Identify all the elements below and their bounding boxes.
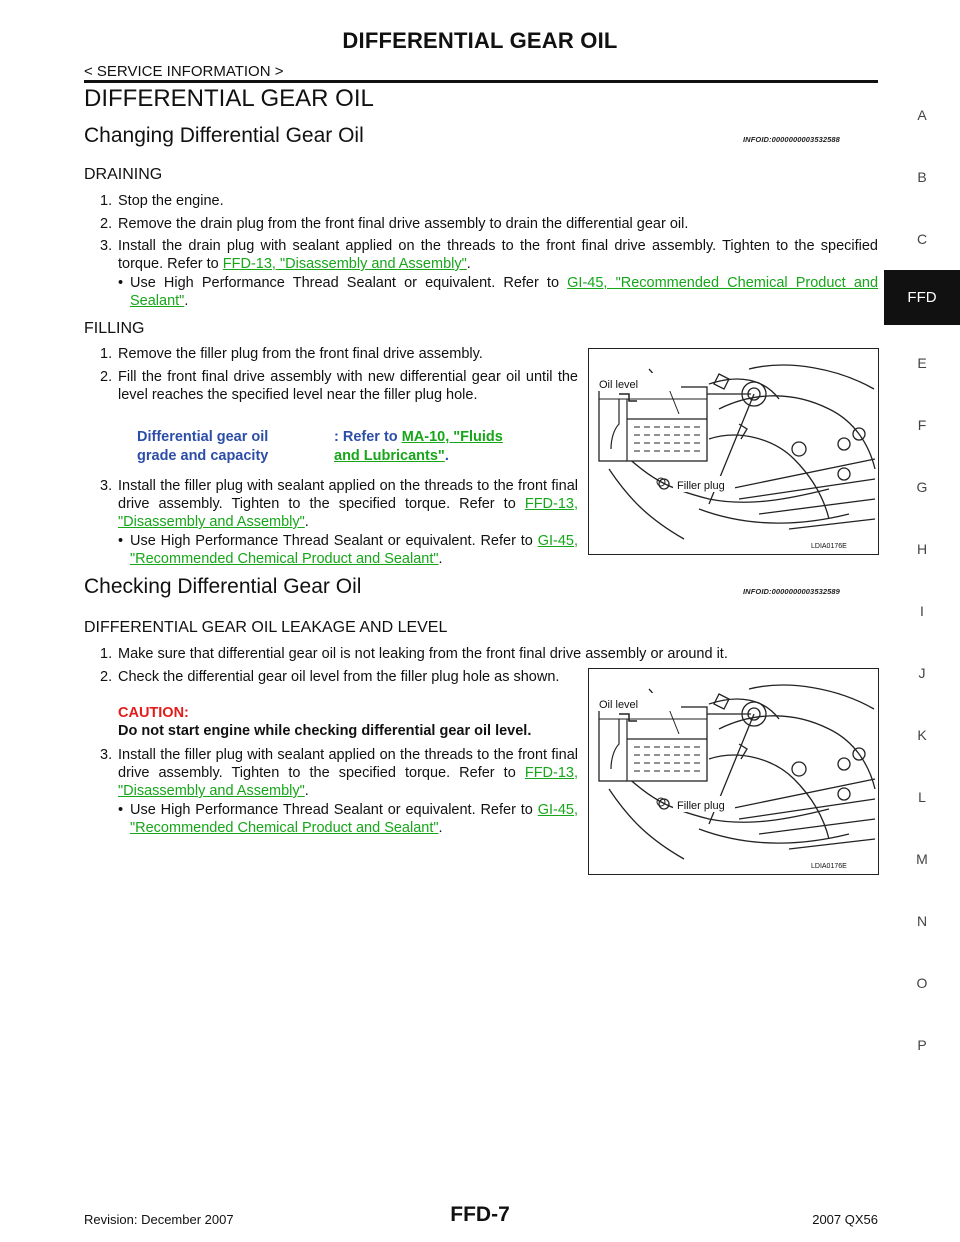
sidebar-letter-g[interactable]: G (916, 479, 928, 495)
model-year: 2007 QX56 (812, 1212, 878, 1227)
filler-plug-label: Filler plug (677, 480, 725, 492)
link-gi-45-c[interactable]: GI-45, "Recommended Chemical Product and… (130, 802, 579, 836)
section-title-changing: Changing Differential Gear Oil (84, 124, 364, 147)
figure-oil-level-2: Oil level Filler plug LDIA0176E (588, 668, 879, 875)
draining-step-1: 1.Stop the engine. (100, 193, 224, 209)
figure-code-2: LDIA0176E (811, 863, 847, 870)
sidebar-letter-c[interactable]: C (916, 231, 928, 247)
sidebar-letter-f[interactable]: F (917, 417, 927, 433)
check-step-1: 1.Make sure that differential gear oil i… (100, 646, 728, 662)
figure-code: LDIA0176E (811, 543, 847, 550)
sidebar-letter-o[interactable]: O (916, 975, 928, 991)
running-header-subtitle: < SERVICE INFORMATION > (84, 63, 284, 80)
filling-step-2: 2.Fill the front final drive assembly wi… (100, 369, 578, 403)
link-gi-45-b[interactable]: GI-45, "Recommended Chemical Product and… (130, 533, 579, 567)
sidebar-letter-i[interactable]: I (920, 603, 924, 619)
caution-label: CAUTION: (118, 705, 189, 721)
final-drive-illustration-2: Oil level Filler plug LDIA0176E (597, 684, 876, 870)
link-ffd-13-b[interactable]: FFD-13, "Disassembly and Assembly" (118, 496, 579, 530)
link-ma-10-cont[interactable]: and Lubricants" (334, 448, 445, 464)
oil-level-label: Oil level (599, 379, 638, 391)
draining-bullet: • Use High Performance Thread Sealant or… (118, 275, 879, 309)
filling-step-1: 1.Remove the filler plug from the front … (100, 346, 483, 362)
link-ffd-13[interactable]: FFD-13, "Disassembly and Assembly" (222, 256, 467, 272)
check-step-2: 2.Check the differential gear oil level … (100, 669, 560, 685)
link-ffd-13-c[interactable]: FFD-13, "Disassembly and Assembly" (118, 765, 579, 799)
spec-label: Differential gear oil grade and capacity (137, 429, 269, 464)
heading-draining: DRAINING (84, 166, 163, 183)
filling-step-3: 3. Install the filler plug with sealant … (100, 478, 579, 530)
section-title-checking: Checking Differential Gear Oil (84, 575, 362, 598)
sidebar-letter-h[interactable]: H (916, 541, 928, 557)
page-title: DIFFERENTIAL GEAR OIL (84, 85, 374, 112)
running-header-title: DIFFERENTIAL GEAR OIL (342, 28, 618, 53)
info-id-changing: INFOID:0000000003532588 (743, 135, 840, 144)
sidebar-letter-e[interactable]: E (917, 355, 927, 371)
oil-level-inset-2 (598, 706, 708, 782)
caution-text: Do not start engine while checking diffe… (118, 723, 532, 739)
filling-bullet: • Use High Performance Thread Sealant or… (118, 533, 579, 567)
sidebar-letter-k[interactable]: K (917, 727, 927, 743)
sidebar-letter-b[interactable]: B (917, 169, 927, 185)
check-step-3: 3. Install the filler plug with sealant … (100, 747, 579, 799)
sidebar-letter-l[interactable]: L (918, 789, 926, 805)
sidebar-active-ffd[interactable]: FFD (884, 270, 960, 325)
figure-oil-level-1: Oil level Filler plug LDIA0176E (588, 348, 879, 555)
sidebar-letter-p[interactable]: P (917, 1037, 927, 1053)
final-drive-illustration: Oil level Filler plug LDIA0176E (597, 364, 876, 550)
link-ma-10[interactable]: MA-10, "Fluids (401, 429, 503, 445)
oil-level-inset (598, 386, 708, 462)
heading-leakage: DIFFERENTIAL GEAR OIL LEAKAGE AND LEVEL (84, 619, 448, 636)
spec-value: : Refer to MA-10, "Fluids and Lubricants… (334, 429, 503, 464)
info-id-checking: INFOID:0000000003532589 (743, 587, 840, 596)
revision-date: Revision: December 2007 (84, 1212, 234, 1227)
filler-plug-label-2: Filler plug (677, 800, 725, 812)
sidebar-letter-n[interactable]: N (916, 913, 928, 929)
header-rule (84, 80, 878, 83)
page-number: FFD-7 (450, 1203, 510, 1226)
sidebar-letter-m[interactable]: M (916, 851, 928, 867)
sidebar-letter-a[interactable]: A (917, 107, 927, 123)
link-gi-45[interactable]: GI-45, "Recommended Chemical Product and… (130, 275, 879, 309)
sidebar-letter-j[interactable]: J (918, 665, 926, 681)
heading-filling: FILLING (84, 320, 145, 337)
draining-step-2: 2.Remove the drain plug from the front f… (100, 216, 689, 232)
check-bullet: • Use High Performance Thread Sealant or… (118, 802, 579, 836)
draining-step-3: 3. Install the drain plug with sealant a… (100, 238, 878, 272)
oil-level-label-2: Oil level (599, 699, 638, 711)
